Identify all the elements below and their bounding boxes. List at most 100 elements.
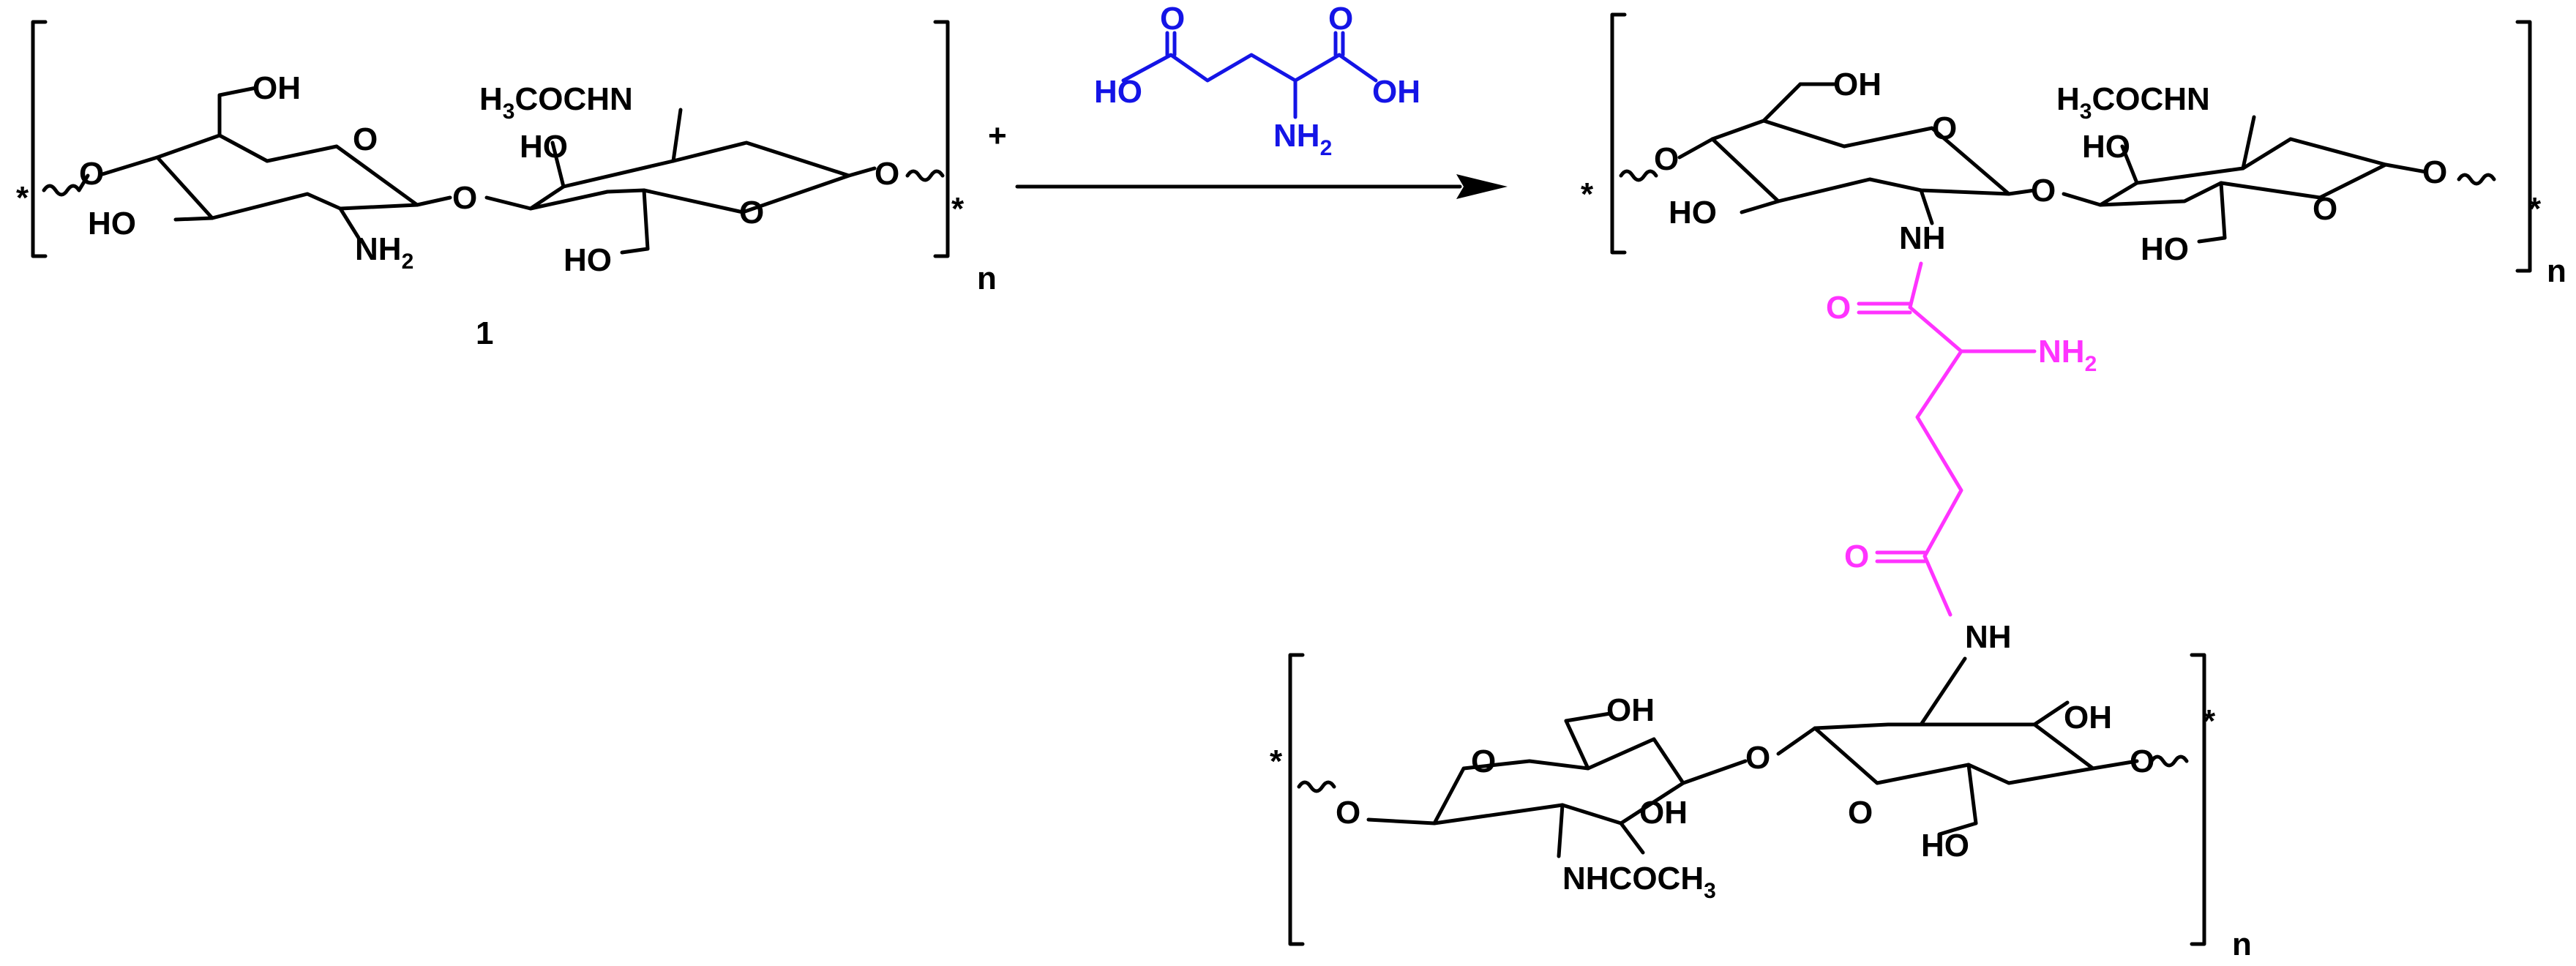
- bond-oh-bottom: [1619, 821, 1645, 855]
- bond-ch2oh-6: [1937, 821, 1978, 836]
- bond-ho-2: [550, 141, 566, 189]
- bond-glyco-top-b: [2062, 192, 2103, 207]
- compound-number: 1: [476, 315, 493, 351]
- ho-label-5: HO: [2082, 129, 2130, 165]
- star-bottom-right: *: [2203, 703, 2216, 739]
- ring-o-label-1: O: [353, 121, 378, 157]
- bond-ch2-3: [1761, 82, 1802, 123]
- bond-ch2-4: [2219, 181, 2227, 240]
- bond-oh-6: [2032, 700, 2070, 727]
- plus-sign: +: [988, 118, 1007, 154]
- arrow-head: [1456, 174, 1508, 199]
- bond-ch2oh-1: [217, 86, 258, 97]
- bond-glyco-bottom-b: [1776, 726, 1817, 756]
- bond-nhac-bottom: [1557, 803, 1565, 858]
- oh-label-bottom-2: OH: [1639, 795, 1688, 831]
- ho-label-3: HO: [564, 242, 612, 278]
- reaction-arrow: [1015, 174, 1508, 199]
- linker-o-bottom: O: [1844, 539, 1869, 574]
- bond-ch2oh-5: [1564, 711, 1612, 723]
- right-top-left-bracket: [1610, 12, 1627, 255]
- bond-acetamido: [671, 108, 683, 163]
- nhcoch3-base: NHCOCH: [1562, 861, 1704, 896]
- star-bottom-left: *: [1270, 744, 1283, 779]
- ho-label-6: HO: [2141, 231, 2189, 267]
- star-left: *: [16, 180, 29, 216]
- cooh-bond: [1337, 53, 1378, 83]
- ring-3: [1710, 119, 2011, 203]
- ho-label-1: HO: [88, 206, 136, 242]
- ho-label-4: HO: [1669, 195, 1717, 231]
- bond-o-right: [847, 166, 877, 178]
- wavy-bond-top-right: [2457, 173, 2496, 186]
- wavy-bond-left: [42, 173, 90, 197]
- reagent-o-2: O: [1328, 1, 1353, 37]
- nh-amide-top-label: NH: [1899, 220, 1946, 256]
- star-top-left: *: [1581, 176, 1594, 212]
- bond-nh-amide-top: [1919, 188, 1934, 225]
- reagent-o-1: O: [1160, 1, 1185, 37]
- bond-ch2-5: [1564, 719, 1590, 771]
- linker-nh2: NH2: [2038, 334, 2097, 376]
- right-top-right-bracket: [2515, 20, 2532, 273]
- ring-4: [2098, 137, 2388, 207]
- bond-ch2-6: [1966, 763, 1978, 825]
- acetamido-top-right-label: H3COCHN: [2056, 81, 2210, 124]
- nh2-base: NH: [355, 231, 402, 267]
- o-right-label: O: [875, 156, 899, 192]
- wavy-bond-right: [905, 169, 945, 182]
- left-bracket: [31, 20, 48, 258]
- oh-label-bottom-3: OH: [2064, 700, 2112, 735]
- glyco-o-bottom-label: O: [1745, 740, 1770, 776]
- bond-glyco-2: [484, 195, 533, 211]
- bond-glyco-bottom-a: [1681, 759, 1748, 785]
- reagent-nh2-sub: 2: [1320, 136, 1333, 160]
- bond-nh2-1: [338, 206, 361, 240]
- linker-nh2-sub: 2: [2085, 352, 2097, 376]
- product-bottom-unit: NH * O O OH OH NHCOCH3 O O OH HO O * n: [1270, 619, 2252, 962]
- chitosan-repeat-unit: * O OH O HO NH2 O H3COCHN HO O HO O * n …: [16, 20, 997, 351]
- o-top-right: O: [2422, 154, 2447, 190]
- star-right: *: [951, 191, 965, 227]
- o-bottom-right: O: [2130, 744, 2154, 779]
- glyco-o-label: O: [452, 180, 477, 216]
- reagent-nh2-base: NH: [1273, 118, 1320, 154]
- oh-label-1: OH: [252, 70, 301, 106]
- oh-label-bottom-1: OH: [1606, 692, 1655, 728]
- wavy-bond-bottom-right: [2149, 755, 2189, 768]
- bond-o-top-left: [1677, 137, 1715, 160]
- nh2-label-1: NH2: [355, 231, 413, 274]
- right-bottom-right-bracket: [2190, 653, 2206, 946]
- ring-o-label-4: O: [2313, 191, 2337, 227]
- ring-o-label-5: O: [1471, 744, 1496, 779]
- o-bottom-left: O: [1336, 795, 1360, 831]
- bond-glyco-top-a: [2007, 188, 2037, 196]
- o-top-left: O: [1654, 141, 1679, 177]
- ring-5: [1432, 737, 1685, 825]
- ring-o-label-6: O: [1848, 795, 1873, 831]
- ring-6: [1813, 722, 2095, 785]
- bond-ho-1: [173, 216, 214, 222]
- bond-ch2oh-2: [620, 247, 650, 255]
- ring-o-label-2: O: [739, 195, 764, 231]
- nh-amide-bottom-label: NH: [1965, 619, 2012, 655]
- ring-2: [528, 141, 851, 214]
- reagent-oh: OH: [1372, 74, 1420, 110]
- wavy-bond-top-left: [1619, 169, 1658, 182]
- right-bottom-left-bracket: [1288, 653, 1305, 946]
- bond-o-bottom-left: [1366, 817, 1437, 825]
- acetamido-top-right-rest: COCHN: [2092, 81, 2209, 117]
- bond-o-bottom-right: [2091, 759, 2139, 771]
- acetamido-top-label: H3COCHN: [479, 81, 633, 124]
- product-top-unit: * O OH O HO NH O H3COCHN HO O HO O * n: [1581, 12, 2566, 289]
- glyco-o-top-label: O: [2031, 173, 2056, 209]
- star-top-right: *: [2528, 191, 2542, 227]
- ring-1: [155, 133, 419, 220]
- bond-o-left: [100, 155, 160, 176]
- acetamido-top-rest: COCHN: [514, 81, 632, 117]
- bond-o-top-right: [2384, 162, 2428, 174]
- right-bracket: [933, 20, 950, 258]
- ring-o-label-3: O: [1932, 111, 1957, 146]
